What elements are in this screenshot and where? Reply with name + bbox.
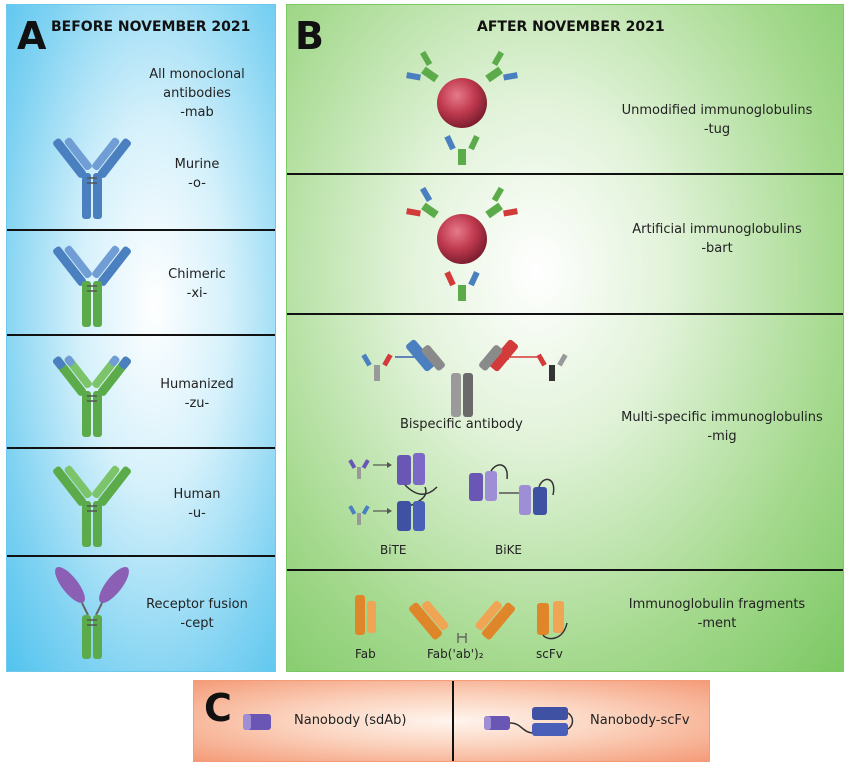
row-label-multispecific: Multi-specific immunoglobulins -mig: [607, 408, 837, 446]
divider: [287, 569, 843, 571]
artificial-immunoglobulin-icon: [406, 186, 518, 301]
row-label-chimeric: Chimeric -xi-: [137, 265, 257, 303]
row-label-humanized: Humanized -zu-: [137, 375, 257, 413]
scfv-icon: [537, 601, 568, 640]
row-name: Human: [173, 487, 221, 502]
nanobody-label: Nanobody (sdAb): [294, 713, 407, 728]
row-stem: -ment: [697, 616, 737, 631]
row-stem: -cept: [180, 616, 214, 631]
bispecific-antibody-icon: [361, 339, 568, 417]
chimeric-antibody-icon: [53, 245, 131, 327]
nanobody-icon: [243, 714, 271, 730]
row-name: Multi-specific immunoglobulins: [621, 410, 823, 425]
caption-bike: BiKE: [495, 543, 523, 557]
murine-antibody-icon: [53, 137, 131, 219]
caption-fab2: Fab('ab')₂: [427, 647, 484, 661]
panel-b-heading: AFTER NOVEMBER 2021: [477, 19, 665, 35]
panel-a-letter: A: [17, 14, 47, 58]
unmodified-immunoglobulin-icon: [406, 50, 518, 165]
row-name: Artificial immunoglobulins: [632, 222, 802, 237]
intro-line1: All monoclonal antibodies: [149, 67, 245, 101]
row-stem: -bart: [701, 241, 733, 256]
human-antibody-icon: [53, 465, 131, 547]
caption-bite: BiTE: [380, 543, 407, 557]
divider: [7, 555, 275, 557]
divider: [287, 173, 843, 175]
row-stem: -zu-: [184, 396, 210, 411]
panel-c-letter: C: [204, 686, 232, 730]
row-stem: -tug: [703, 122, 731, 137]
nanobody-scfv-label: Nanobody-scFv: [590, 713, 690, 728]
divider: [7, 229, 275, 231]
receptor-fusion-icon: [55, 566, 129, 659]
caption-fab: Fab: [355, 647, 376, 661]
row-label-artificial: Artificial immunoglobulins -bart: [607, 220, 827, 258]
nanobody-scfv-icon: [484, 707, 574, 736]
row-label-unmodified: Unmodified immunoglobulins -tug: [607, 101, 827, 139]
row-name: Immunoglobulin fragments: [628, 597, 806, 612]
row-stem: -mig: [707, 429, 737, 444]
panel-a-intro: All monoclonal antibodies -mab: [127, 65, 267, 122]
row-stem: -xi-: [186, 286, 208, 301]
row-label-receptor-fusion: Receptor fusion -cept: [135, 595, 259, 633]
row-name: Humanized: [160, 377, 234, 392]
caption-bispecific: Bispecific antibody: [400, 417, 523, 432]
intro-line2: -mab: [180, 105, 214, 120]
bite-icon: [348, 453, 438, 531]
panel-b: B AFTER NOVEMBER 2021 Unmodified immunog…: [286, 4, 844, 672]
fab2-icon: [409, 600, 515, 643]
fab-icon: [355, 595, 376, 635]
row-name: Murine: [174, 157, 220, 172]
row-label-human: Human -u-: [137, 485, 257, 523]
divider: [7, 447, 275, 449]
divider: [287, 313, 843, 315]
row-label-murine: Murine -o-: [137, 155, 257, 193]
divider: [452, 681, 454, 761]
caption-scfv: scFv: [536, 647, 563, 661]
bike-icon: [469, 464, 555, 515]
row-name: Chimeric: [168, 267, 226, 282]
row-name: Unmodified immunoglobulins: [621, 103, 813, 118]
panel-c: C Nanobody (sdAb) Nanobody-scFv: [193, 680, 710, 762]
panel-a: A BEFORE NOVEMBER 2021 All monoclonal an…: [6, 4, 276, 672]
row-stem: -o-: [188, 176, 206, 191]
divider: [7, 334, 275, 336]
row-label-fragments: Immunoglobulin fragments -ment: [607, 595, 827, 633]
humanized-antibody-icon: [53, 355, 131, 437]
row-stem: -u-: [188, 506, 206, 521]
panel-a-heading: BEFORE NOVEMBER 2021: [51, 19, 251, 35]
row-name: Receptor fusion: [146, 597, 248, 612]
panel-b-letter: B: [295, 14, 324, 58]
